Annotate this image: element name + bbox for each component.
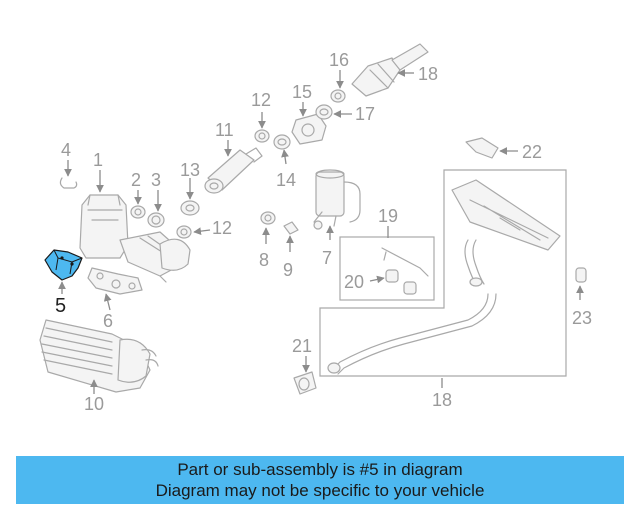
- banner-line-1: Part or sub-assembly is #5 in diagram: [177, 460, 463, 479]
- callout-2[interactable]: 2: [131, 170, 141, 190]
- part-6-flange-gasket[interactable]: [87, 267, 143, 295]
- callout-10[interactable]: 10: [84, 394, 104, 414]
- part-8-gasket[interactable]: [260, 211, 276, 225]
- part-20-bracket[interactable]: [381, 247, 429, 277]
- part-22-clamp[interactable]: [293, 371, 317, 395]
- callout-12-upper[interactable]: 12: [251, 90, 271, 110]
- callout-3[interactable]: 3: [151, 170, 161, 190]
- banner-line-2: Diagram may not be specific to your vehi…: [155, 481, 485, 500]
- callout-4[interactable]: 4: [61, 140, 71, 160]
- part-17-gasket[interactable]: [315, 104, 333, 120]
- info-banner: Part or sub-assembly is #5 in diagram Di…: [16, 456, 624, 504]
- callout-20[interactable]: 19: [378, 206, 398, 226]
- part-21-mount[interactable]: [385, 269, 417, 295]
- callout-19[interactable]: 18: [432, 390, 452, 410]
- part-13-clamp[interactable]: [180, 200, 200, 216]
- part-14-clamp[interactable]: [273, 134, 291, 150]
- part-16-gasket[interactable]: [330, 89, 346, 103]
- part-1-converter-assembly[interactable]: [79, 194, 191, 283]
- part-3-clamp[interactable]: [147, 212, 165, 228]
- callout-24[interactable]: 23: [572, 308, 592, 328]
- part-12-gasket-lower[interactable]: [176, 225, 192, 239]
- part-19-rear-exhaust[interactable]: [327, 179, 561, 375]
- callout-12-lower[interactable]: 12: [212, 218, 232, 238]
- callout-11[interactable]: 11: [215, 120, 234, 140]
- part-4-clip[interactable]: [59, 177, 78, 189]
- callout-16[interactable]: 16: [329, 50, 349, 70]
- part-24-mount[interactable]: [575, 267, 587, 283]
- part-2-gasket[interactable]: [130, 205, 146, 219]
- part-12-gasket-upper[interactable]: [254, 129, 270, 143]
- callout-9[interactable]: 9: [283, 260, 293, 280]
- callout-7[interactable]: 7: [322, 248, 332, 268]
- callout-14[interactable]: 14: [276, 170, 296, 190]
- callout-13[interactable]: 13: [180, 160, 200, 180]
- callout-5[interactable]: 5: [55, 295, 66, 317]
- part-23-hanger[interactable]: [465, 137, 499, 159]
- callout-23[interactable]: 22: [522, 142, 542, 162]
- callout-21[interactable]: 20: [344, 272, 364, 292]
- group-box-19: [319, 169, 567, 377]
- callout-1[interactable]: 1: [93, 150, 103, 170]
- group-box-20: [339, 236, 435, 301]
- callout-17[interactable]: 17: [355, 104, 375, 124]
- part-18-catalyst[interactable]: [351, 43, 429, 97]
- callout-22[interactable]: 21: [292, 336, 312, 356]
- part-7-canister[interactable]: [313, 169, 361, 230]
- exhaust-parts-diagram: 4 1 2 3 5 6: [39, 43, 592, 414]
- part-9-bolt[interactable]: [283, 221, 299, 235]
- part-11-front-pipe[interactable]: [204, 147, 263, 194]
- part-10-egr-cooler[interactable]: [39, 319, 159, 393]
- callout-18[interactable]: 18: [418, 64, 438, 84]
- callout-6[interactable]: 6: [103, 311, 113, 331]
- callout-15[interactable]: 15: [292, 82, 312, 102]
- part-5-bracket[interactable]: [44, 249, 83, 281]
- callout-8[interactable]: 8: [259, 250, 269, 270]
